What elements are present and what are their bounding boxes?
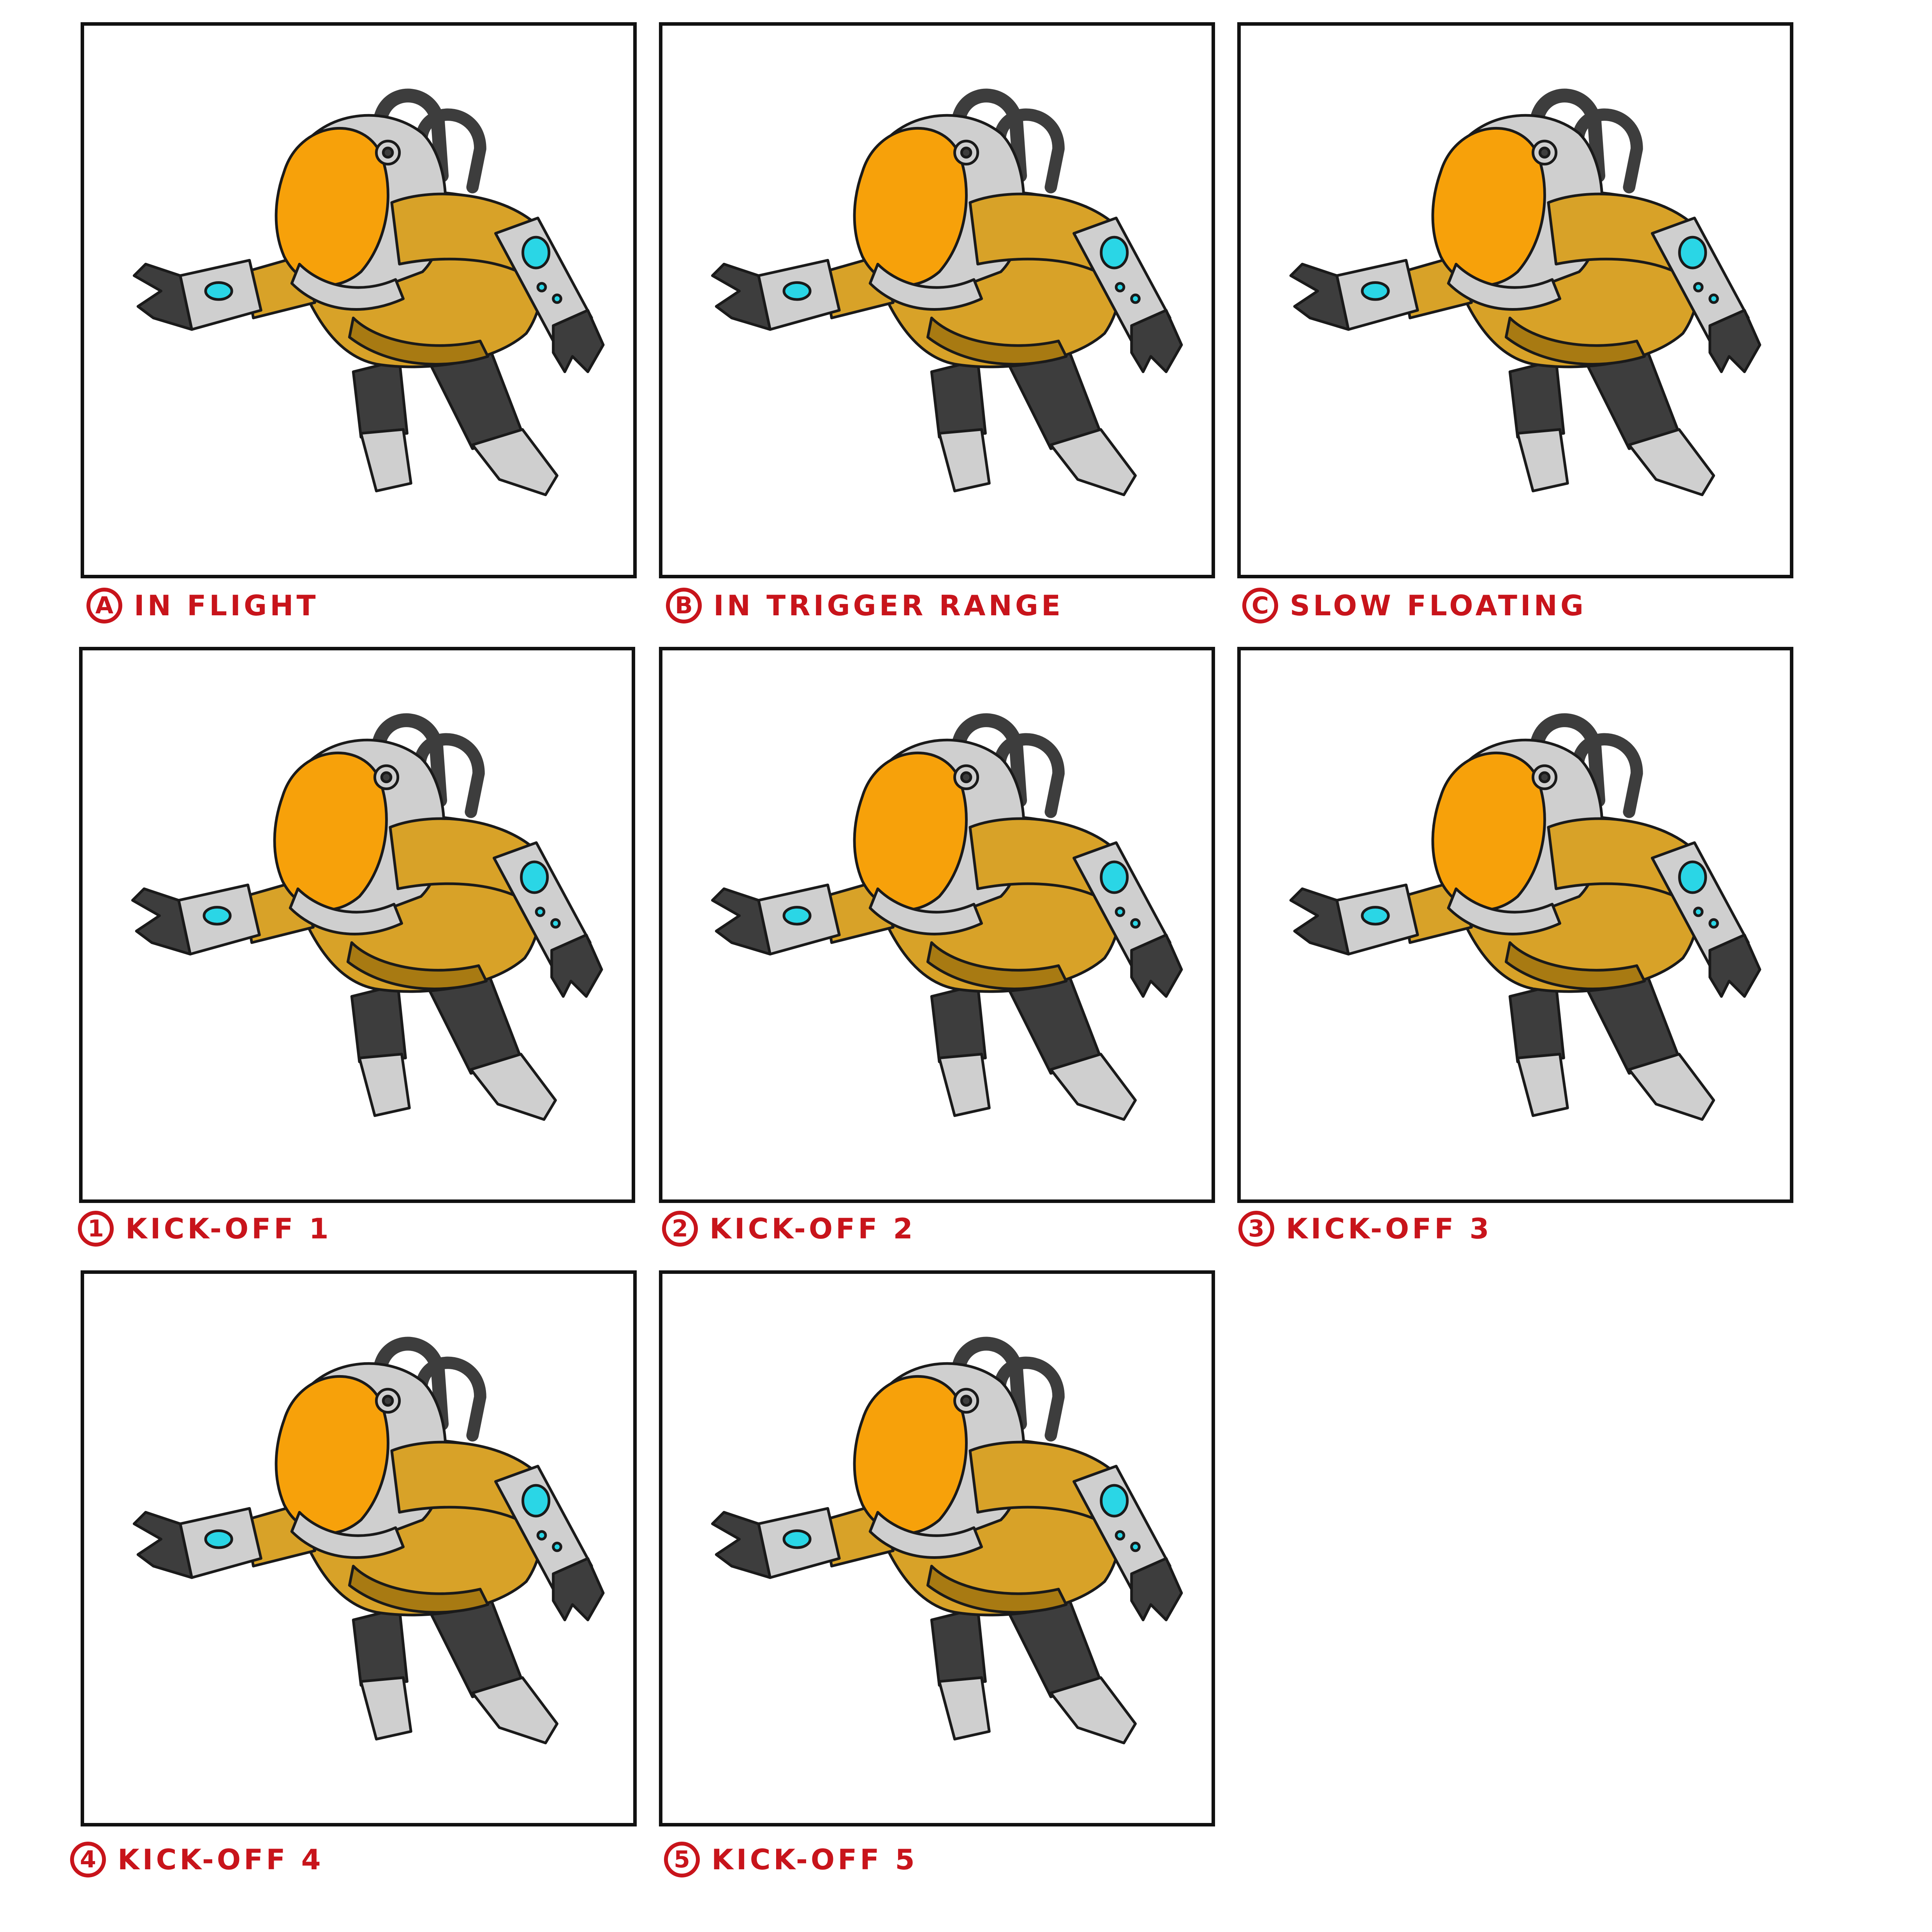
frame-5 [659, 1270, 1215, 1826]
frame-b [659, 22, 1215, 578]
astronaut-illustration [662, 650, 1212, 1199]
frame-1 [79, 647, 635, 1203]
astronaut-illustration [83, 650, 632, 1199]
caption-a: A In Flight [86, 584, 319, 627]
caption-5: 5 Kick-Off 5 [664, 1838, 918, 1881]
caption-label: Kick-Off 4 [118, 1843, 324, 1876]
caption-badge: 5 [664, 1842, 700, 1877]
caption-badge: 1 [78, 1211, 114, 1247]
caption-c: C Slow Floating [1242, 584, 1587, 627]
caption-label: Kick-Off 1 [125, 1212, 332, 1245]
caption-label: Kick-Off 5 [712, 1843, 918, 1876]
frame-c [1237, 22, 1793, 578]
astronaut-illustration [662, 1274, 1212, 1823]
caption-badge: 2 [662, 1211, 698, 1247]
caption-label: Kick-Off 2 [710, 1212, 916, 1245]
caption-4: 4 Kick-Off 4 [70, 1838, 324, 1881]
astronaut-illustration [1241, 650, 1790, 1199]
frame-a [81, 22, 637, 578]
frame-4 [81, 1270, 637, 1826]
astronaut-illustration [84, 26, 633, 575]
astronaut-illustration [1241, 26, 1790, 575]
caption-3: 3 Kick-Off 3 [1238, 1207, 1492, 1250]
caption-2: 2 Kick-Off 2 [662, 1207, 916, 1250]
caption-badge: C [1242, 588, 1278, 623]
caption-badge: 4 [70, 1842, 106, 1877]
caption-label: Slow Floating [1290, 589, 1587, 622]
caption-1: 1 Kick-Off 1 [78, 1207, 332, 1250]
caption-label: In Trigger Range [713, 589, 1064, 622]
frame-2 [659, 647, 1215, 1203]
caption-badge: A [86, 588, 122, 623]
caption-b: B In Trigger Range [666, 584, 1064, 627]
astronaut-illustration [662, 26, 1212, 575]
astronaut-illustration [84, 1274, 633, 1823]
caption-badge: 3 [1238, 1211, 1274, 1247]
caption-badge: B [666, 588, 702, 623]
caption-label: Kick-Off 3 [1286, 1212, 1492, 1245]
frame-3 [1237, 647, 1793, 1203]
caption-label: In Flight [134, 589, 319, 622]
